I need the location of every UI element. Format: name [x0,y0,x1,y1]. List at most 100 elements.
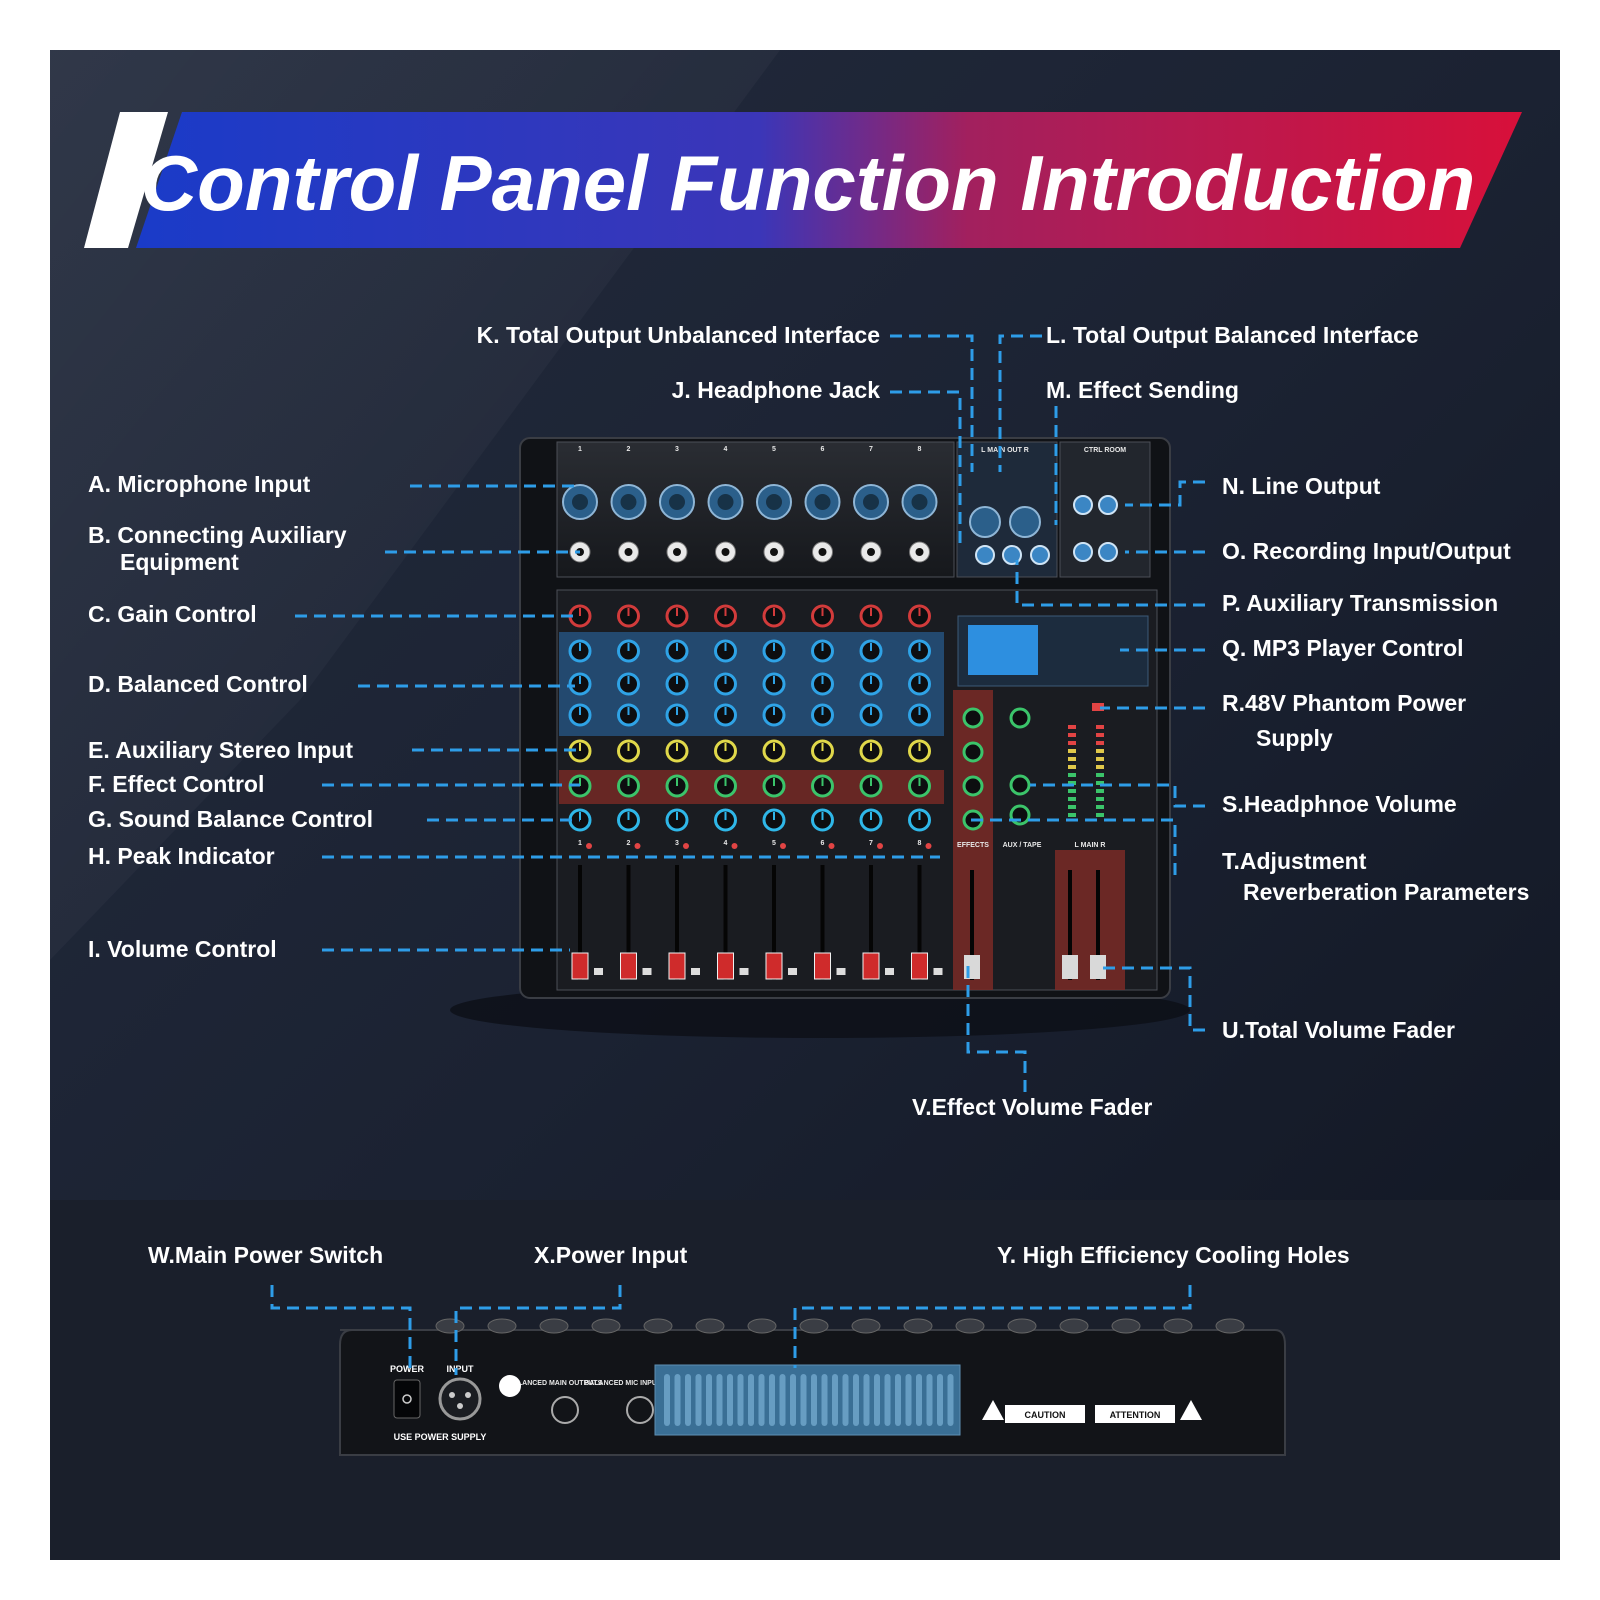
rear-top-knob [903,1318,933,1334]
fader-track [675,865,679,980]
pfl-button[interactable] [836,968,846,975]
rear-top-knob [539,1318,569,1334]
fader-track [917,865,922,980]
level-meter-led [1096,805,1104,809]
label-r-line2: Supply [1256,725,1333,751]
line-input-jack-hole [721,548,730,556]
channel-fader-cap[interactable] [765,952,783,980]
pfl-button[interactable] [788,968,797,975]
level-meter-led [1068,749,1076,753]
mp3-screen [968,625,1038,675]
leader-y [793,1285,1192,1368]
level-meter-led [1068,725,1076,729]
mixer-rear-view: POWER INPUT USE POWER SUPPLY BALANCED MA… [339,1318,1286,1456]
cooling-slot [874,1374,880,1426]
label-y: Y. High Efficiency Cooling Holes [997,1242,1350,1268]
cooling-slot [769,1374,775,1426]
rear-top-knob [487,1318,517,1334]
label-j: J. Headphone Jack [672,377,881,403]
leader-v [966,960,1027,1092]
peak-indicator [925,843,932,849]
rear-top-knob [1111,1318,1141,1334]
pfl-button[interactable] [594,968,603,975]
master-knob[interactable] [962,741,984,763]
input-label: INPUT [447,1364,475,1374]
certification-icon [499,1375,521,1397]
level-meter-led [1068,765,1076,769]
level-meter-led [1068,797,1076,801]
power-switch[interactable] [393,1379,421,1419]
banner-background [136,112,1522,248]
main-out-xlr-right[interactable] [1009,506,1041,538]
label-m: M. Effect Sending [1046,377,1239,403]
main-fader-left-cap[interactable] [1062,955,1078,979]
labels: A. Microphone Input B. Connecting Auxili… [88,322,1529,1268]
channel-strip-number: 2 [627,840,631,847]
xlr-mic-input-center [863,494,879,510]
output-jack[interactable] [1002,545,1022,565]
rear-top-knob [695,1318,725,1334]
fx-band [559,770,944,804]
main-fader-right-track [1096,870,1100,980]
output-jack[interactable] [1098,495,1118,515]
channel-strip-number: 1 [578,840,582,847]
channel-strip-number: 8 [918,840,922,847]
pfl-button[interactable] [691,968,700,975]
peak-indicator [828,843,835,849]
leader-t [970,818,1177,875]
master-knob[interactable] [1009,707,1031,729]
channel-number-label: 5 [772,446,776,453]
main-fader-right-cap[interactable] [1090,955,1106,979]
rear-top-knob [955,1318,985,1334]
background-sheen [50,50,780,960]
output-jack[interactable] [1098,542,1118,562]
phantom-power-button[interactable] [1092,703,1104,711]
effects-fader-cap[interactable] [964,955,980,979]
line-input-jack-hole [673,548,681,556]
label-d: D. Balanced Control [88,671,308,697]
label-b-line2: Equipment [120,549,239,575]
label-o: O. Recording Input/Output [1222,538,1511,564]
channel-fader-cap[interactable] [717,952,734,980]
label-e: E. Auxiliary Stereo Input [88,737,353,763]
channel-fader-cap[interactable] [620,952,637,980]
output-jack[interactable] [975,545,995,565]
master-knob[interactable] [1009,774,1031,796]
master-knob[interactable] [962,775,984,797]
output-jack[interactable] [1073,495,1093,515]
level-meter-led [1068,789,1076,793]
use-power-supply-label: USE POWER SUPPLY [394,1432,487,1442]
page-title: Control Panel Function Introduction [141,139,1476,227]
pfl-button[interactable] [933,968,943,975]
output-jack[interactable] [1073,542,1093,562]
channel-fader-cap[interactable] [911,952,928,980]
channel-fader-cap[interactable] [862,952,880,980]
label-t-line2: Reverberation Parameters [1243,879,1529,905]
level-meter-led [1096,781,1104,785]
output-jack[interactable] [1030,545,1050,565]
channel-strip-number: 7 [869,840,873,847]
title-banner: Control Panel Function Introduction [84,112,1522,248]
cooling-slot [790,1374,796,1426]
pfl-button[interactable] [885,968,894,975]
label-w: W.Main Power Switch [148,1242,383,1268]
pfl-button[interactable] [642,968,652,975]
channel-fader-cap[interactable] [571,952,589,980]
cooling-slot [916,1374,922,1426]
master-knob[interactable] [962,707,984,729]
aux-tape-label: AUX / TAPE [1003,842,1042,849]
channel-fader-cap[interactable] [814,952,831,980]
cooling-slots [664,1374,954,1426]
main-out-xlr-left[interactable] [969,506,1001,538]
pfl-button[interactable] [739,968,749,975]
leader-j [890,390,962,550]
channel-fader-cap[interactable] [668,952,686,980]
power-input-socket[interactable] [438,1377,482,1421]
label-i: I. Volume Control [88,936,277,962]
peak-indicator [731,843,738,849]
level-meter-led [1096,757,1104,761]
attention-label: ATTENTION [1110,1410,1161,1420]
xlr-mic-input-center [620,494,637,510]
